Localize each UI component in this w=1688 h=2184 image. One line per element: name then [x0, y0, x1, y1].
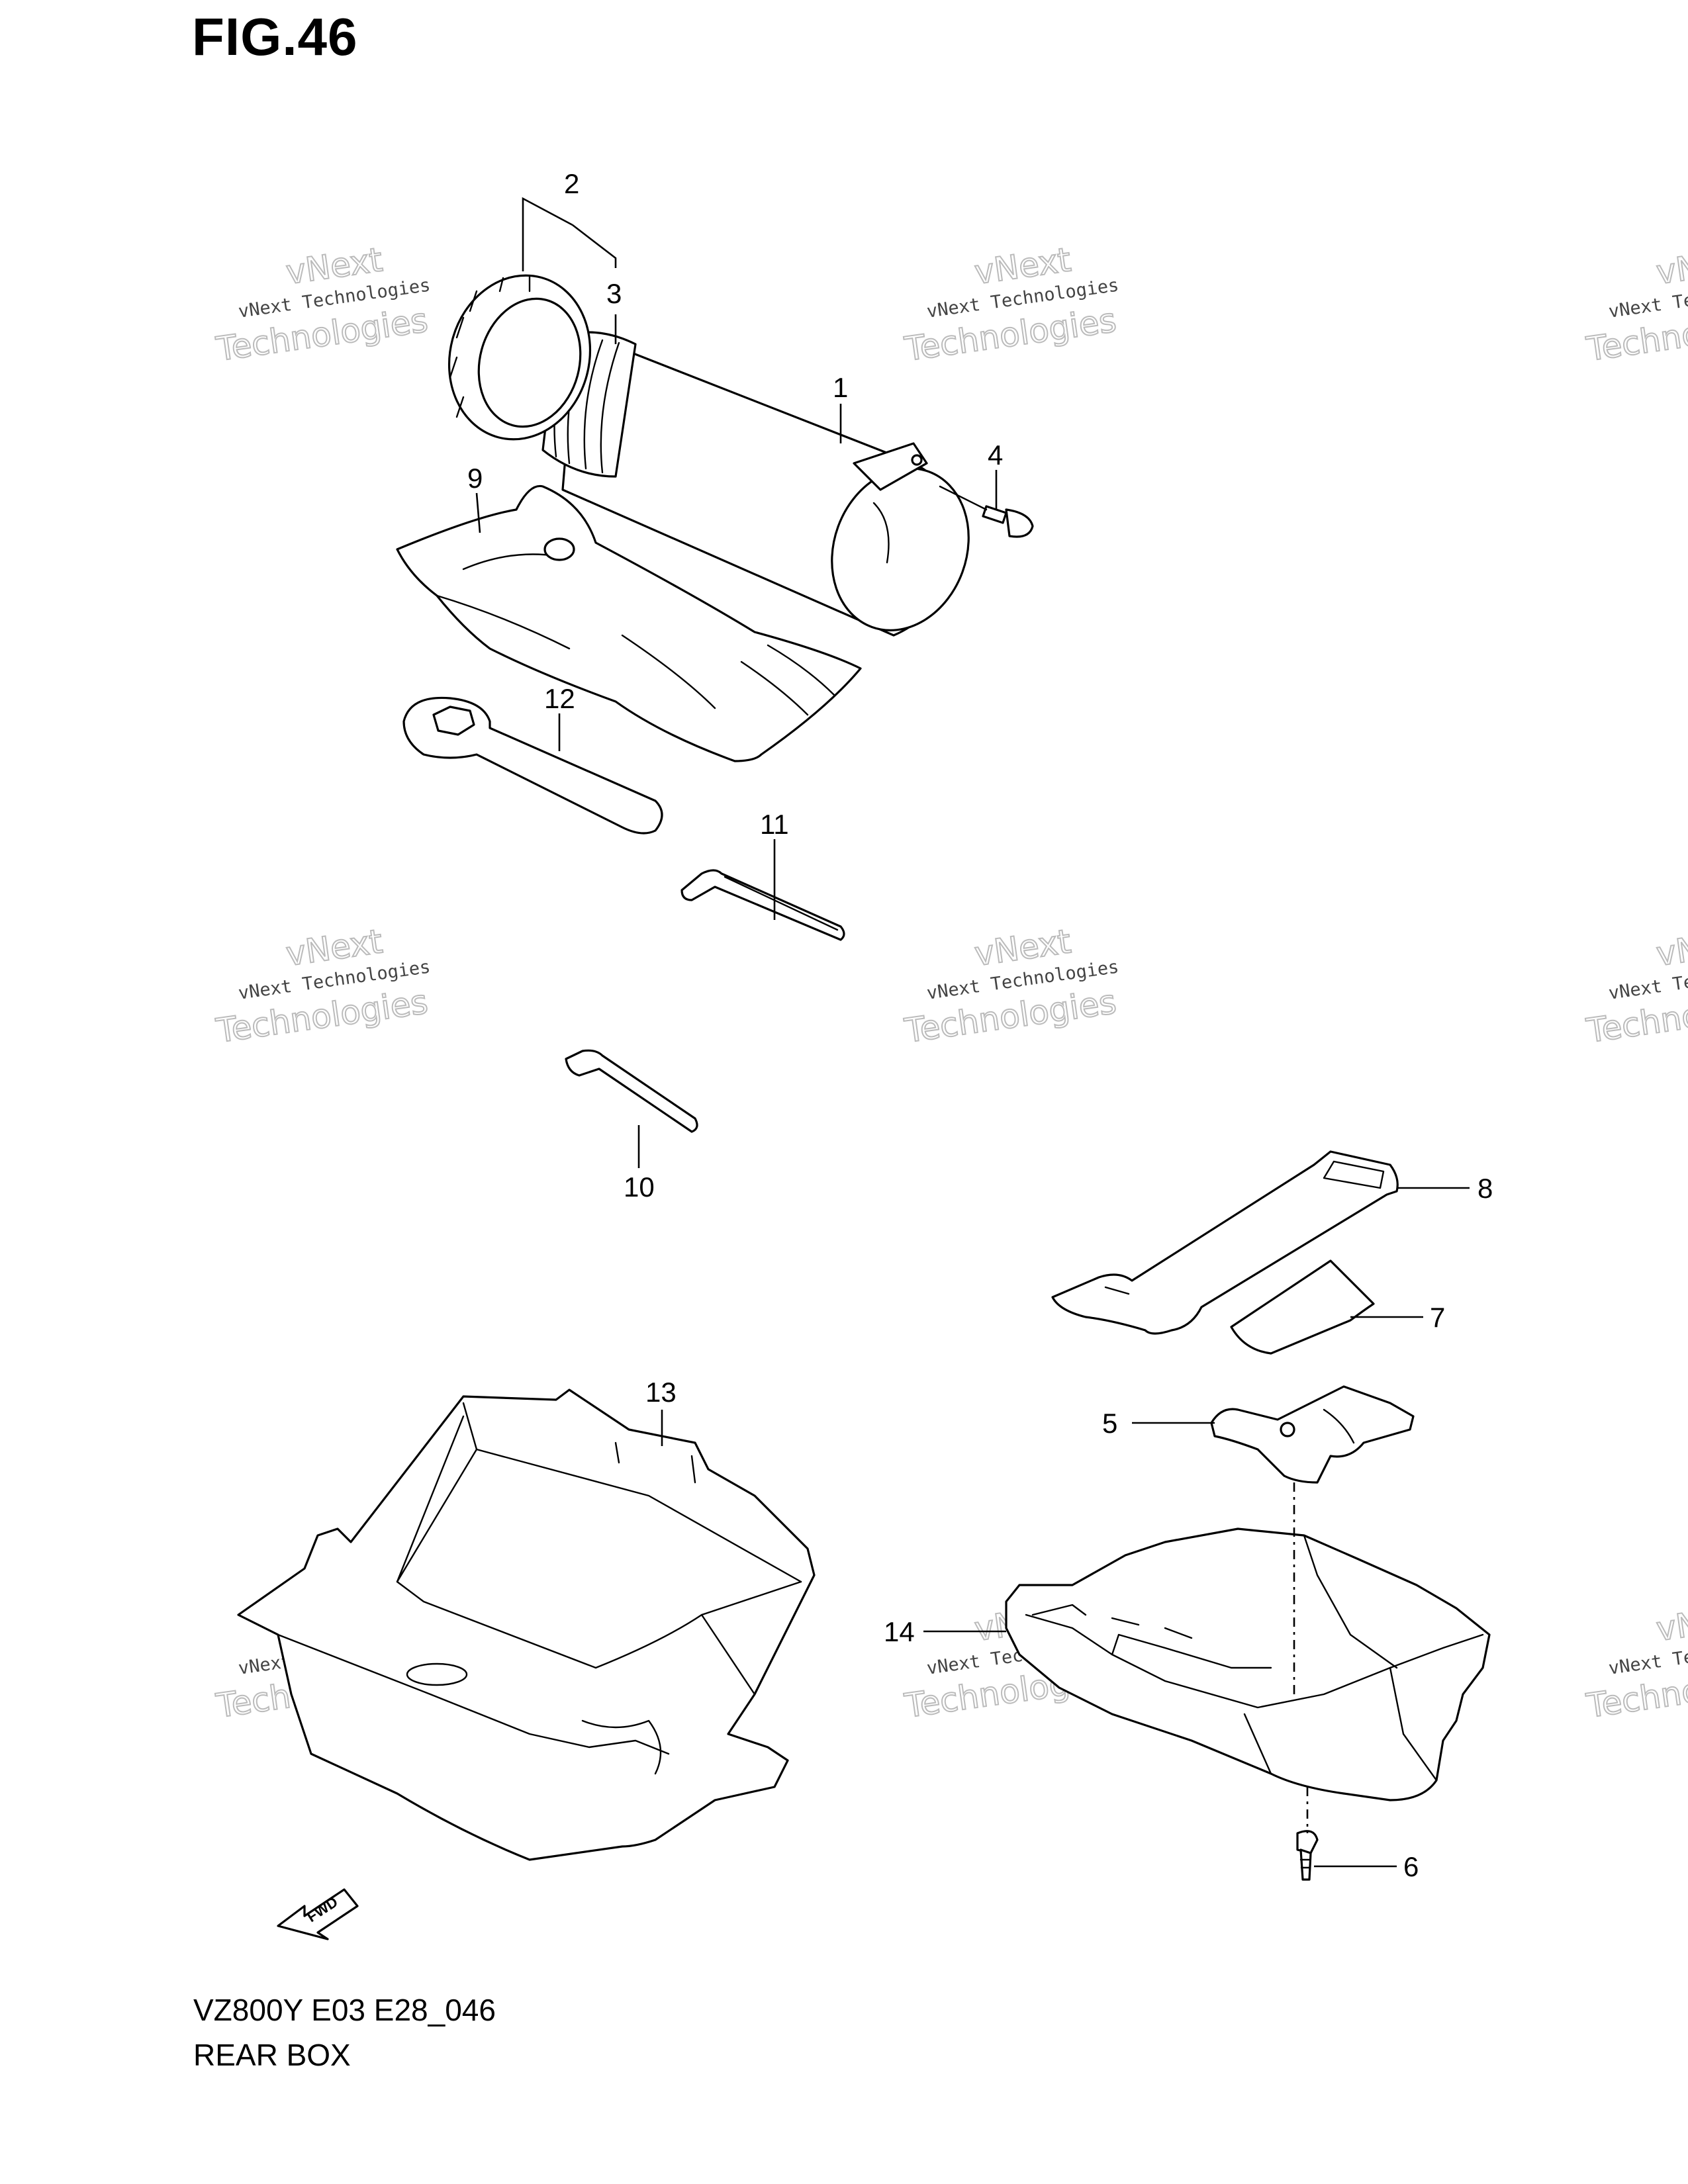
part-10-hex-key[interactable] — [565, 1049, 698, 1133]
part-12-wrench[interactable] — [402, 696, 663, 835]
callout-12[interactable]: 12 — [544, 683, 575, 714]
callout-10[interactable]: 10 — [624, 1171, 655, 1203]
callout-14[interactable]: 14 — [884, 1616, 915, 1647]
part-2-ring-cap[interactable] — [431, 259, 608, 455]
part-8-band[interactable] — [1051, 1150, 1399, 1335]
part-1-tool-case[interactable] — [561, 330, 991, 650]
callout-2[interactable]: 2 — [564, 168, 579, 199]
figure-title: FIG.46 — [192, 7, 358, 66]
callout-9[interactable]: 9 — [467, 463, 483, 494]
watermark: vNext vNext Technologies Technologies — [1583, 240, 1688, 369]
callout-4[interactable]: 4 — [988, 439, 1003, 471]
part-7-pad[interactable] — [1230, 1259, 1375, 1355]
svg-text:vNext: vNext — [1654, 922, 1688, 974]
part-4-bolt[interactable] — [939, 485, 1034, 538]
figure-name: REAR BOX — [193, 2038, 351, 2072]
part-11-hex-key[interactable] — [680, 869, 845, 941]
fwd-arrow-icon: FWD — [277, 1888, 359, 1940]
callout-11[interactable]: 11 — [760, 809, 789, 840]
callout-3[interactable]: 3 — [606, 278, 622, 309]
callout-13[interactable]: 13 — [645, 1377, 677, 1408]
assembly-lines — [1293, 1482, 1309, 1833]
watermark: vNext vNext Technologies Technologies — [902, 240, 1120, 369]
watermark: vNext vNext Technologies Technologies — [213, 921, 432, 1051]
callout-5[interactable]: 5 — [1102, 1408, 1117, 1439]
leader-lines — [475, 197, 1470, 1868]
svg-text:vNext: vNext — [1654, 1597, 1688, 1649]
watermark: vNext vNext Technologies Technologies — [1583, 921, 1688, 1051]
part-5-bracket[interactable] — [1210, 1385, 1415, 1484]
watermark: vNext vNext Technologies Technologies — [1583, 1596, 1688, 1726]
watermark: vNext vNext Technologies Technologies — [213, 240, 432, 369]
callout-8[interactable]: 8 — [1477, 1173, 1493, 1204]
svg-text:vNext: vNext — [1654, 240, 1688, 292]
part-14-rear-box[interactable] — [1005, 1527, 1491, 1801]
part-13-rear-box[interactable] — [237, 1388, 816, 1861]
callout-6[interactable]: 6 — [1403, 1851, 1419, 1882]
figure-code: VZ800Y E03 E28_046 — [193, 1993, 496, 2027]
callout-labels: 2 3 1 4 9 12 11 10 8 7 5 13 14 6 — [467, 168, 1493, 1882]
part-9-tool-bag[interactable] — [396, 484, 862, 762]
watermark: vNext vNext Technologies Technologies — [902, 921, 1120, 1051]
part-6-fastener[interactable] — [1296, 1830, 1319, 1881]
callout-7[interactable]: 7 — [1430, 1302, 1445, 1333]
callout-1[interactable]: 1 — [833, 372, 848, 403]
